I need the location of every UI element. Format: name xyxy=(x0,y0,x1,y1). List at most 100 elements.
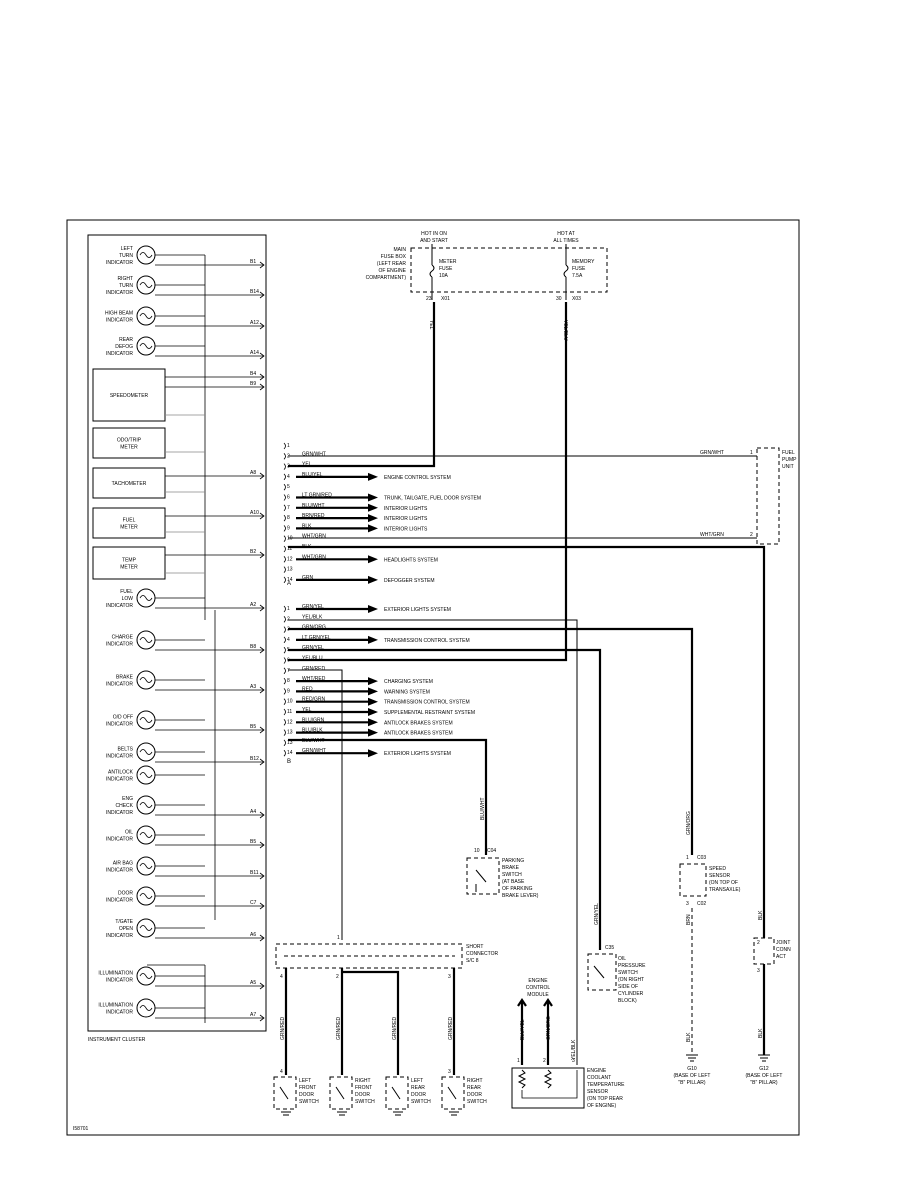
cluster-pin-label: A2 xyxy=(250,602,256,608)
filament-icon xyxy=(139,749,153,755)
arrow-icon xyxy=(368,708,378,716)
instrument-cluster-title: INSTRUMENT CLUSTER xyxy=(88,1037,146,1043)
oil-switch-wire: GRN/YEL xyxy=(594,903,600,925)
ground-g10: G10 (BASE OF LEFT "B" PILLAR) xyxy=(674,1054,711,1086)
indicator-label: REAR xyxy=(119,337,133,343)
yel-feed-wire xyxy=(288,302,436,468)
memory-fuse-label-2: 7.5A xyxy=(572,273,583,279)
wire-color: GRN xyxy=(302,575,314,581)
fuse-box-label-2: (LEFT REAR xyxy=(377,261,406,267)
connector-row: 3 YEL xyxy=(283,462,312,470)
indicator-label: HIGH BEAM xyxy=(105,311,133,317)
fuse-pin-2: 30 xyxy=(556,296,562,302)
indicator-label: ILLUMINATION xyxy=(98,1003,133,1009)
filament-icon xyxy=(139,973,153,979)
door-switch-label: SWITCH xyxy=(355,1099,375,1105)
parking-brake-label-1: BRAKE xyxy=(502,865,520,871)
fuel-pump-unit: FUEL PUMP UNIT GRN/WHT 1 WHT/GRN 2 xyxy=(288,447,797,545)
destination-label: EXTERIOR LIGHTS SYSTEM xyxy=(384,607,451,613)
indicator-label: LEFT xyxy=(121,246,133,252)
door-switches: GRN/RED4LEFTFRONTDOORSWITCHGRN/REDRIGHTF… xyxy=(273,1017,487,1116)
speed-sensor: GRN/ORG 1 C03 SPEED SENSOR (ON TOP OF TR… xyxy=(679,811,741,1055)
connector-pin: 4 xyxy=(287,474,290,480)
parking-brake-conn: C04 xyxy=(487,848,496,854)
speed-sensor-label-3: TRANSAXLE) xyxy=(709,887,741,893)
door-switch-label: RIGHT xyxy=(467,1078,483,1084)
cluster-meters: SPEEDOMETERB4B9ODO/TRIPMETERTACHOMETERA8… xyxy=(92,368,265,580)
filament-icon xyxy=(139,925,153,931)
connector-pin: 9 xyxy=(287,688,290,694)
destination-label: INTERIOR LIGHTS xyxy=(384,516,428,522)
connector-pin: 13 xyxy=(287,567,293,573)
connector-pin: 4 xyxy=(287,637,290,643)
fuel-pump-label-1: PUMP xyxy=(782,457,797,463)
filament-icon xyxy=(139,1005,153,1011)
grn-red-door-wire xyxy=(288,669,343,940)
hot-at-all-label-0: HOT AT xyxy=(557,231,575,237)
indicator-label: INDICATOR xyxy=(106,722,133,728)
speed-sensor-label-1: SENSOR xyxy=(709,873,731,879)
parking-brake-pin: 10 xyxy=(474,848,480,854)
yel-blu-feed-wire xyxy=(288,302,568,662)
blu-wht-brake-wire xyxy=(288,738,488,855)
short-conn-label-1: CONNECTOR xyxy=(466,951,499,957)
meter-label: TACHOMETER xyxy=(112,481,147,487)
ground-icon xyxy=(337,1111,347,1116)
ground-g10-label-0: (BASE OF LEFT xyxy=(674,1073,711,1079)
filament-icon xyxy=(139,802,153,808)
speed-sensor-pin-2: 3 xyxy=(686,901,689,907)
fuel-pump-label-0: FUEL xyxy=(782,450,795,456)
indicator-label: LOW xyxy=(122,596,134,602)
wire-color: YEL xyxy=(302,462,312,468)
fuse-box-label-4: COMPARTMENT) xyxy=(366,275,407,281)
ecm-label-1: CONTROL xyxy=(526,985,551,991)
ground-icon xyxy=(281,1111,291,1116)
destination-label: INTERIOR LIGHTS xyxy=(384,526,428,532)
oil-switch-icon xyxy=(593,965,605,979)
fuel-pump-label-2: UNIT xyxy=(782,464,794,470)
connector-pin: 3 xyxy=(287,464,290,470)
door-switch-label: REAR xyxy=(411,1085,425,1091)
meter-fuse-label-1: FUSE xyxy=(439,266,453,272)
meter-label: METER xyxy=(120,445,138,451)
connector-pin: 14 xyxy=(287,577,293,583)
arrow-icon xyxy=(368,687,378,696)
filament-icon xyxy=(139,313,153,319)
wire-color: GRN/WHT xyxy=(302,451,326,457)
oil-switch-label-6: BLOCK) xyxy=(618,998,637,1004)
meter-fuse-label-2: 10A xyxy=(439,273,449,279)
resistor-icon xyxy=(543,1069,553,1089)
door-switch-label: REAR xyxy=(467,1085,481,1091)
parking-brake-label-5: BRAKE LEVER) xyxy=(502,893,539,899)
filament-icon xyxy=(139,595,153,601)
meter-pin-label: B2 xyxy=(250,549,256,555)
arrow-icon xyxy=(368,503,378,512)
oil-switch-label-0: OIL xyxy=(618,956,626,962)
destination-label: ANTILOCK BRAKES SYSTEM xyxy=(384,720,453,726)
arrow-icon xyxy=(368,697,378,706)
wire-color: YEL/BLK xyxy=(302,614,323,620)
filament-icon xyxy=(139,637,153,643)
filament-icon xyxy=(139,252,153,258)
short-conn-label-2: S/C 8 xyxy=(466,958,479,964)
ecm-wire-2: YEL/BLK xyxy=(571,1039,577,1060)
indicator-label: INDICATOR xyxy=(106,777,133,783)
short-conn-pin-top: 1 xyxy=(337,935,340,941)
